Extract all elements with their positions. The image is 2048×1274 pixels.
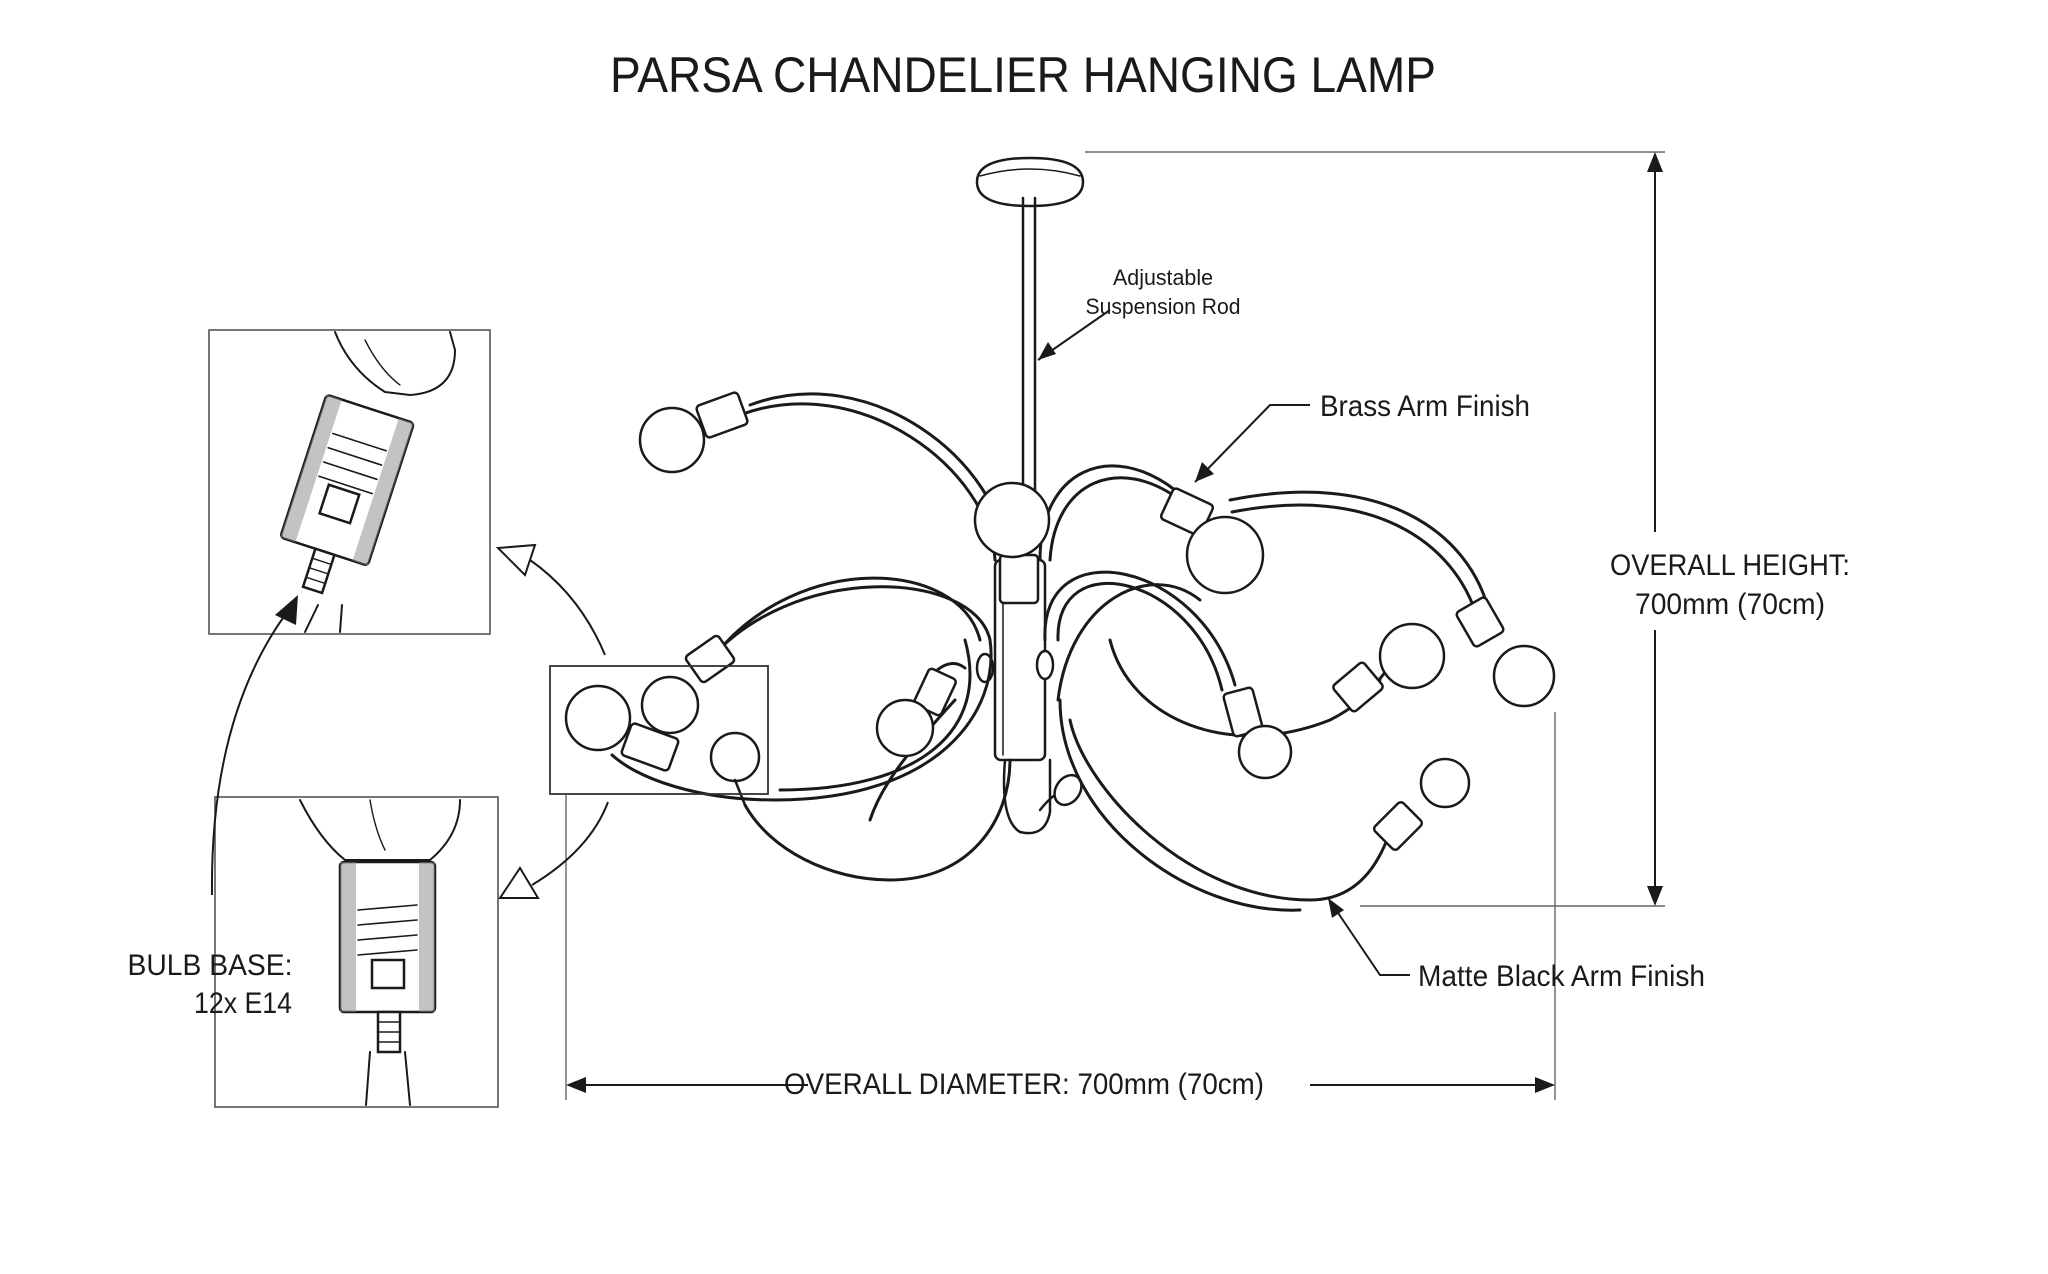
detail-pointer-arrows [210, 543, 609, 899]
curved-arrow-icon [275, 595, 298, 625]
black-callout-label: Matte Black Arm Finish [1418, 960, 1705, 993]
arrow-down-icon [1647, 886, 1663, 906]
bulb [973, 481, 1051, 605]
black-callout [1327, 897, 1410, 976]
bulb [1332, 622, 1446, 713]
bulb [638, 391, 749, 474]
height-dimension [1085, 151, 1665, 907]
bulb [709, 731, 761, 807]
height-value: 700mm (70cm) [1635, 588, 1825, 621]
diameter-label: OVERALL DIAMETER: 700mm (70cm) [784, 1068, 1264, 1101]
curved-arrow-icon [495, 543, 537, 577]
bulb-base-value: 12x E14 [194, 987, 292, 1020]
rod-callout-line1: Adjustable [1113, 265, 1213, 290]
arrow-left-icon [566, 1077, 586, 1093]
bulb [1159, 487, 1265, 595]
brass-callout [1194, 404, 1310, 483]
bulb [1222, 686, 1293, 780]
rod-callout-line2: Suspension Rod [1086, 294, 1241, 319]
arrow-icon [1328, 898, 1344, 918]
bulb [875, 667, 957, 758]
ceiling-canopy [975, 156, 1085, 208]
bulb-base-detail-bottom [214, 796, 499, 1108]
height-label: OVERALL HEIGHT: [1610, 549, 1850, 582]
bulb [1372, 757, 1471, 852]
arrow-right-icon [1535, 1077, 1555, 1093]
chandelier-drawing [564, 156, 1556, 912]
rod-callout [1037, 309, 1111, 361]
bulb [640, 634, 736, 735]
suspension-rod [1021, 196, 1037, 502]
bulb [1455, 596, 1556, 708]
bulb [564, 684, 680, 772]
lamp-bulbs [564, 391, 1556, 852]
arrow-up-icon [1647, 152, 1663, 172]
diagram-title: PARSA CHANDELIER HANGING LAMP [610, 47, 1436, 103]
diameter-dimension [565, 712, 1556, 1100]
brass-callout-label: Brass Arm Finish [1320, 390, 1530, 423]
chandelier-arms [610, 392, 1492, 912]
arrow-icon [1195, 462, 1214, 482]
curved-arrow-icon [498, 866, 540, 899]
bulb-base-detail-top [208, 329, 491, 635]
detail-highlight-box [549, 665, 769, 795]
arrow-icon [1038, 342, 1056, 360]
bulb-base-label: BULB BASE: [128, 949, 293, 982]
